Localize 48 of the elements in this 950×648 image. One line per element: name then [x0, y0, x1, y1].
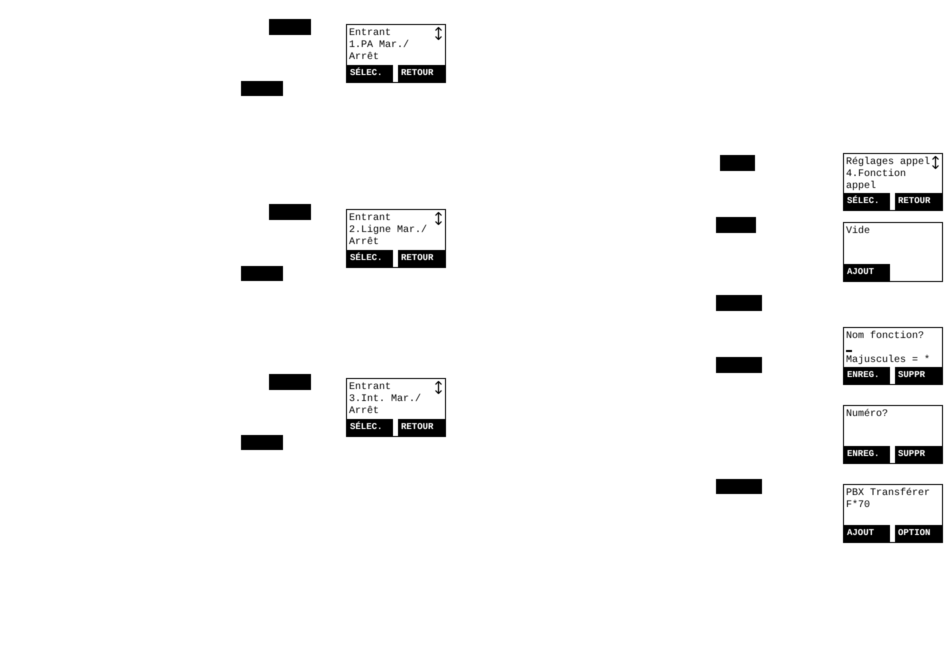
softkey: RETOUR	[398, 65, 445, 82]
softkey: ENREG.	[844, 446, 890, 463]
entry-name: PBX Transférer	[846, 488, 930, 500]
key-icon	[241, 81, 283, 96]
status-text: Vide	[846, 226, 870, 238]
key-icon	[269, 204, 311, 220]
softkey: RETOUR	[398, 419, 445, 436]
phone-screen	[843, 484, 943, 543]
key-icon	[716, 357, 762, 373]
key-icon	[269, 19, 311, 35]
screen-heading: Entrant	[349, 28, 392, 40]
input-prompt: Nom fonction?	[846, 331, 924, 343]
softkey: SÉLEC.	[347, 250, 393, 267]
softkey: ENREG.	[844, 367, 890, 384]
input-prompt: Numéro?	[846, 409, 888, 421]
key-icon	[716, 479, 762, 494]
key-icon	[716, 217, 756, 233]
menu-item: 3.Int. Mar./ Arrêt	[349, 394, 422, 418]
softkey: SUPPR	[895, 367, 942, 384]
phone-screen	[843, 405, 943, 464]
screen-heading: Réglages appel	[846, 157, 930, 168]
screen-heading: Entrant	[349, 382, 392, 394]
key-icon	[720, 155, 755, 171]
menu-item: 1.PA Mar./ Arrêt	[349, 40, 410, 64]
phone-screen	[843, 222, 943, 282]
key-icon	[269, 374, 311, 390]
menu-item: 2.Ligne Mar./ Arrêt	[349, 225, 428, 249]
entry-number: F*70	[846, 500, 870, 512]
softkey: AJOUT	[844, 525, 890, 542]
softkey: RETOUR	[895, 193, 942, 210]
softkey: SÉLEC.	[347, 419, 393, 436]
softkey: RETOUR	[398, 250, 445, 267]
softkey: OPTION	[895, 525, 942, 542]
key-icon	[241, 435, 283, 450]
phone-screen	[843, 327, 943, 385]
softkey: SÉLEC.	[347, 65, 393, 82]
phone-screen	[346, 209, 446, 268]
phone-screen	[346, 24, 446, 83]
softkey: SÉLEC.	[844, 193, 890, 210]
key-icon	[716, 295, 762, 311]
input-hint: Majuscules = *	[846, 355, 930, 367]
screen-heading: Entrant	[349, 213, 392, 224]
phone-screen	[346, 378, 446, 437]
softkey: SUPPR	[895, 446, 942, 463]
key-icon	[241, 266, 283, 281]
phone-screen	[843, 153, 943, 211]
softkey: AJOUT	[844, 264, 890, 281]
menu-item: 4.Fonction appel	[846, 169, 908, 193]
